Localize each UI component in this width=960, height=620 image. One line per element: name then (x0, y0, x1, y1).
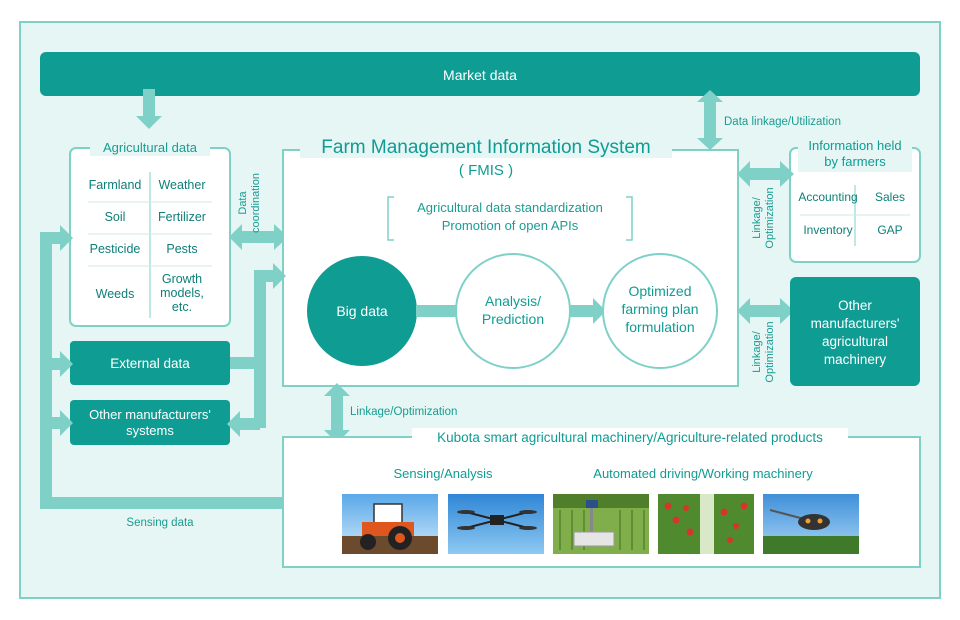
linkage-opt-label-lower: Linkage/Optimization (751, 321, 776, 382)
tomato-greenhouse-photo (658, 494, 754, 554)
agri-cell-fertilizer: Fertilizer (158, 210, 206, 224)
farmers-cell-inventory: Inventory (803, 223, 852, 237)
sensing-analysis-label: Sensing/Analysis (394, 466, 493, 481)
other-systems-label: Other manufacturers'systems (89, 407, 211, 438)
fmis-title: Farm Management Information System (321, 137, 650, 158)
drone-photo (448, 494, 544, 554)
agri-cell-weather: Weather (158, 178, 205, 192)
agri-cell-pests: Pests (166, 242, 197, 256)
standardization-line1: Agricultural data standardization (417, 200, 603, 215)
kubota-title: Kubota smart agricultural machinery/Agri… (437, 430, 823, 445)
analysis-optimized-arrow (570, 298, 606, 324)
fmis-farmers-arrow (737, 161, 794, 187)
fmis-subtitle: ( FMIS ) (459, 162, 513, 179)
data-linkage-label: Data linkage/Utilization (724, 116, 841, 128)
data-coordination-label: Datacoordination (237, 173, 262, 233)
agri-cell-farmland: Farmland (89, 178, 142, 192)
agri-cell-pesticide: Pesticide (90, 242, 141, 256)
other-systems-box (70, 400, 230, 445)
bigdata-analysis-connector (416, 305, 456, 317)
linkage-opt-label-upper: Linkage/Optimization (751, 187, 776, 248)
spraying-device-photo (763, 494, 859, 554)
optimized-plan-circle (602, 253, 718, 369)
external-data-label: External data (110, 356, 190, 371)
farmers-cell-gap: GAP (877, 223, 902, 237)
sensing-data-return-path (40, 225, 283, 509)
analysis-label: Analysis/Prediction (482, 293, 544, 327)
fmis-machinery-arrow (737, 298, 794, 324)
standardization-line2: Promotion of open APIs (442, 218, 579, 233)
data-linkage-arrow (697, 90, 723, 150)
farmers-cell-sales: Sales (875, 190, 905, 204)
agri-cell-weeds: Weeds (96, 287, 135, 301)
tractor-photo (342, 494, 438, 554)
sensing-data-label: Sensing data (126, 517, 194, 529)
external-to-fmis-connector (227, 263, 286, 437)
farmers-cell-accounting: Accounting (798, 190, 857, 204)
standardization-bracket (387, 196, 633, 241)
linkage-optimization-label: Linkage/Optimization (350, 406, 457, 418)
agri-cell-soil: Soil (105, 210, 126, 224)
external-data-box (70, 341, 230, 385)
other-machinery-box (790, 277, 920, 386)
agricultural-data-title: Agricultural data (103, 140, 198, 155)
market-data-label: Market data (443, 67, 517, 83)
big-data-label: Big data (336, 303, 388, 319)
paddy-sensor-photo (553, 494, 649, 554)
market-data-bar (40, 52, 920, 96)
data-coordination-arrow (229, 224, 288, 250)
market-to-agri-arrow (136, 89, 162, 129)
automated-driving-label: Automated driving/Working machinery (593, 466, 813, 481)
big-data-circle (307, 256, 417, 366)
